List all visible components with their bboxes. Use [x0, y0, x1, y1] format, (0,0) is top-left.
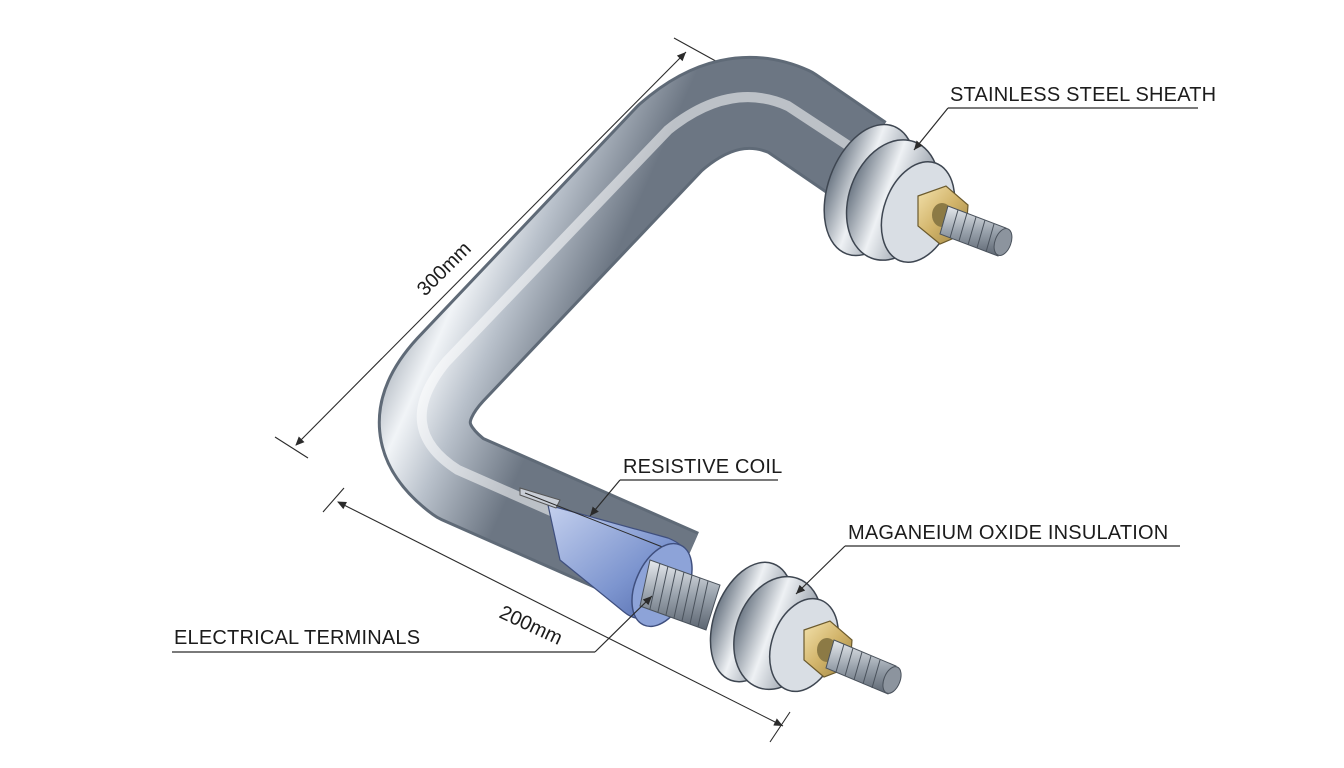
stainless-steel-tube [377, 55, 887, 619]
dimension-line-200 [337, 501, 784, 727]
dimension-line-300 [295, 51, 687, 446]
label-electrical-terminals: ELECTRICAL TERMINALS [174, 627, 420, 649]
callout-insulation: MAGANEIUM OXIDE INSULATION [795, 522, 1180, 595]
label-resistive-coil: RESISTIVE COIL [623, 456, 783, 478]
callout-sheath: STAINLESS STEEL SHEATH [913, 84, 1216, 151]
bottom-terminal-assembly [709, 561, 902, 695]
label-magnesium-oxide-insulation: MAGANEIUM OXIDE INSULATION [848, 522, 1168, 544]
label-stainless-steel-sheath: STAINLESS STEEL SHEATH [950, 84, 1216, 106]
callout-coil: RESISTIVE COIL [589, 456, 783, 517]
threaded-rod [639, 559, 721, 631]
bottom-bolt [825, 639, 902, 695]
callout-terminals: ELECTRICAL TERMINALS [172, 595, 653, 653]
top-terminal-assembly [823, 123, 1013, 263]
top-bolt [939, 205, 1013, 257]
resistive-coil-cutaway [519, 487, 721, 631]
dimension-label-200: 200mm [496, 602, 566, 650]
